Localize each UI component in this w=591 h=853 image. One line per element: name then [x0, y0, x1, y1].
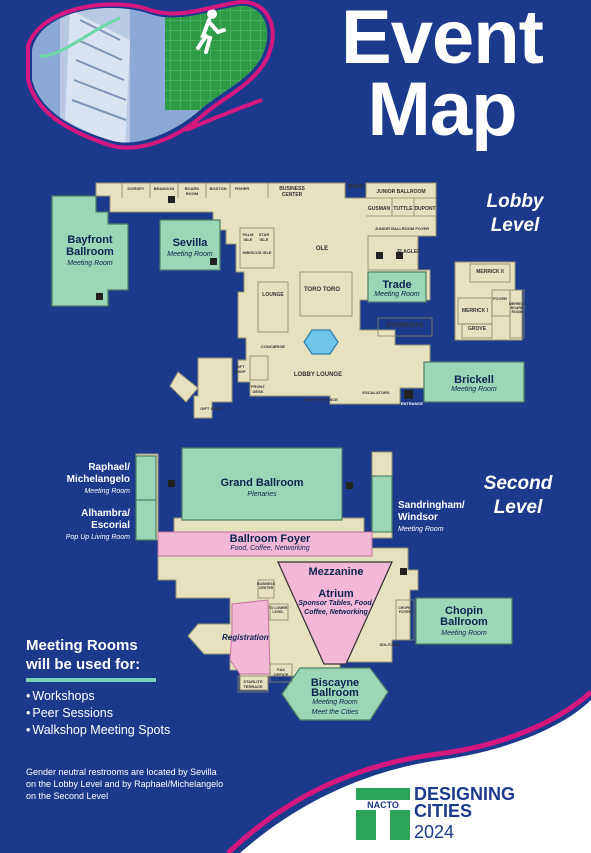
merrick-ii-label: MERRICK II: [476, 269, 504, 275]
biscayne-ballroom-room: [281, 667, 389, 721]
hibiscus-label: HIBISCUS ISLE: [242, 250, 272, 255]
foyer-label: FOYER: [493, 296, 507, 301]
page-title: Event Map: [341, 0, 544, 152]
entrance-label: ENTRANCE: [400, 401, 424, 406]
chopin-ballroom-room: [415, 597, 513, 645]
junior-foyer-label: JUNIOR BALLROOM FOYER: [374, 226, 430, 231]
sandringham-room: [371, 475, 393, 533]
logo-wordmark: DESIGNING CITIES: [414, 784, 516, 821]
legend-underline: [26, 678, 156, 682]
legend-item: Walkshop Meeting Spots: [26, 722, 170, 739]
second-level-title: Second Level: [483, 473, 553, 518]
star-label: STAR ISLE: [258, 232, 270, 242]
second-business-label: BUSINESS CENTER: [257, 582, 275, 590]
lower-level-label: TO LOWER LEVEL: [268, 606, 288, 614]
tuttle-label: TUTTLE: [393, 206, 413, 212]
svg-text:NACTO: NACTO: [367, 800, 399, 810]
raphael-label: Raphael/ Michelangelo Meeting Room: [66, 462, 130, 495]
lobby-lounge-label: LOBBY LOUNGE: [293, 372, 343, 378]
junior-ballroom-label: JUNIOR BALLROOM: [376, 189, 426, 195]
fisher-label: FISHER: [234, 186, 250, 191]
legend-title: Meeting Rooms will be used for:: [26, 637, 141, 673]
toro-label: TORO TORO: [303, 287, 341, 293]
gift-shop-2-label: GIFT SHOP: [200, 406, 222, 411]
merrick-i-label: MERRICK I: [461, 308, 489, 314]
brickell-label: Brickell Meeting Room: [451, 374, 497, 394]
raphael-room: [135, 455, 157, 501]
ole-label: OLE: [315, 246, 329, 252]
boston-label: BOSTON: [209, 186, 227, 191]
front-desk-label: FRONT DESK: [251, 384, 265, 394]
palm-label: PALM ISLE: [242, 232, 254, 242]
starlite-label: STARLITE TERRACE: [243, 679, 263, 689]
flagler-label: FLAGLER: [397, 249, 421, 255]
fax-office-label: FAX OFFICE: [273, 667, 289, 677]
alhambra-room: [135, 499, 157, 541]
grand-ballroom-room: [181, 447, 343, 521]
grand-ballroom-label: Grand Ballroom Plenaries: [220, 477, 304, 499]
sandringham-label: Sandringham/ Windsor Meeting Room: [398, 500, 465, 533]
chopin-foyer-label: CHOPIN FOYER: [398, 606, 412, 614]
business-center-label: BUSINESS CENTER: [279, 186, 305, 198]
main-entrance-label: MAIN ENTRANCE: [304, 397, 338, 402]
brandon-label: BRANDON: [153, 186, 175, 191]
brickell-room: [423, 361, 525, 403]
atrium-label: Atrium Sponsor Tables, Food, Coffee, Net…: [298, 588, 374, 617]
restroom-note: Gender neutral restrooms are located by …: [26, 767, 224, 801]
gusman-label: GUSMAN: [367, 206, 391, 212]
second-level-floorplan: [135, 447, 513, 721]
concierge-label: CONCIERGE: [260, 344, 286, 349]
pool: [303, 329, 339, 355]
footer-wave: [226, 690, 591, 853]
registration-label: Registration: [222, 633, 269, 642]
registration-area: [229, 599, 271, 675]
gift-shop-label: GIFT SHOP: [234, 364, 246, 374]
ballroom-foyer-label: Ballroom Foyer Food, Coffee, Networking: [229, 533, 311, 553]
solitaire-label: SOLITAIRE: [379, 642, 401, 647]
lobby-level-floorplan: [51, 182, 525, 419]
logo-year: 2024: [414, 822, 455, 842]
ballroom-foyer-area: [157, 531, 373, 557]
board-room-label: BOARD ROOM: [184, 186, 200, 196]
chopin-label: Chopin Ballroom Meeting Room: [440, 605, 488, 638]
mezzanine-label: Mezzanine: [308, 566, 364, 578]
grove-label: GROVE: [467, 326, 487, 332]
lounge-label: LOUNGE: [262, 292, 284, 298]
escalators-label: ESCALATORS: [362, 390, 390, 395]
bayfront-ballroom-room: [51, 195, 129, 307]
legend-list: Workshops Peer Sessions Walkshop Meeting…: [26, 688, 170, 739]
lobby-level-title: Lobby Level: [486, 191, 544, 236]
merrick-boardroom-label: MERRICK BOARD ROOM: [509, 302, 526, 314]
sevilla-label: Sevilla Meeting Room: [167, 237, 213, 259]
legend-item: Peer Sessions: [26, 705, 170, 722]
marti-label: MARTI: [348, 184, 364, 190]
pedestrian-icon: [196, 9, 226, 54]
accessible-entrance-icon: [404, 390, 413, 399]
bayfront-label: Bayfront Ballroom Meeting Room: [66, 234, 114, 267]
dorsey-label: DORSEY: [127, 186, 145, 191]
alhambra-label: Alhambra/ Escorial Pop Up Living Room: [65, 508, 130, 541]
biscayne-label: Biscayne Ballroom Meeting Room Meet the …: [310, 677, 360, 717]
dupont-label: DUPONT: [414, 206, 436, 212]
header-photo-collage: [26, 0, 275, 150]
trade-label: Trade Meeting Room: [374, 279, 420, 299]
nacto-logo-mark: NACTO: [356, 788, 410, 840]
trade-room: [367, 271, 427, 303]
legend-item: Workshops: [26, 688, 170, 705]
starbucks-label: STARBUCKS: [386, 323, 424, 329]
